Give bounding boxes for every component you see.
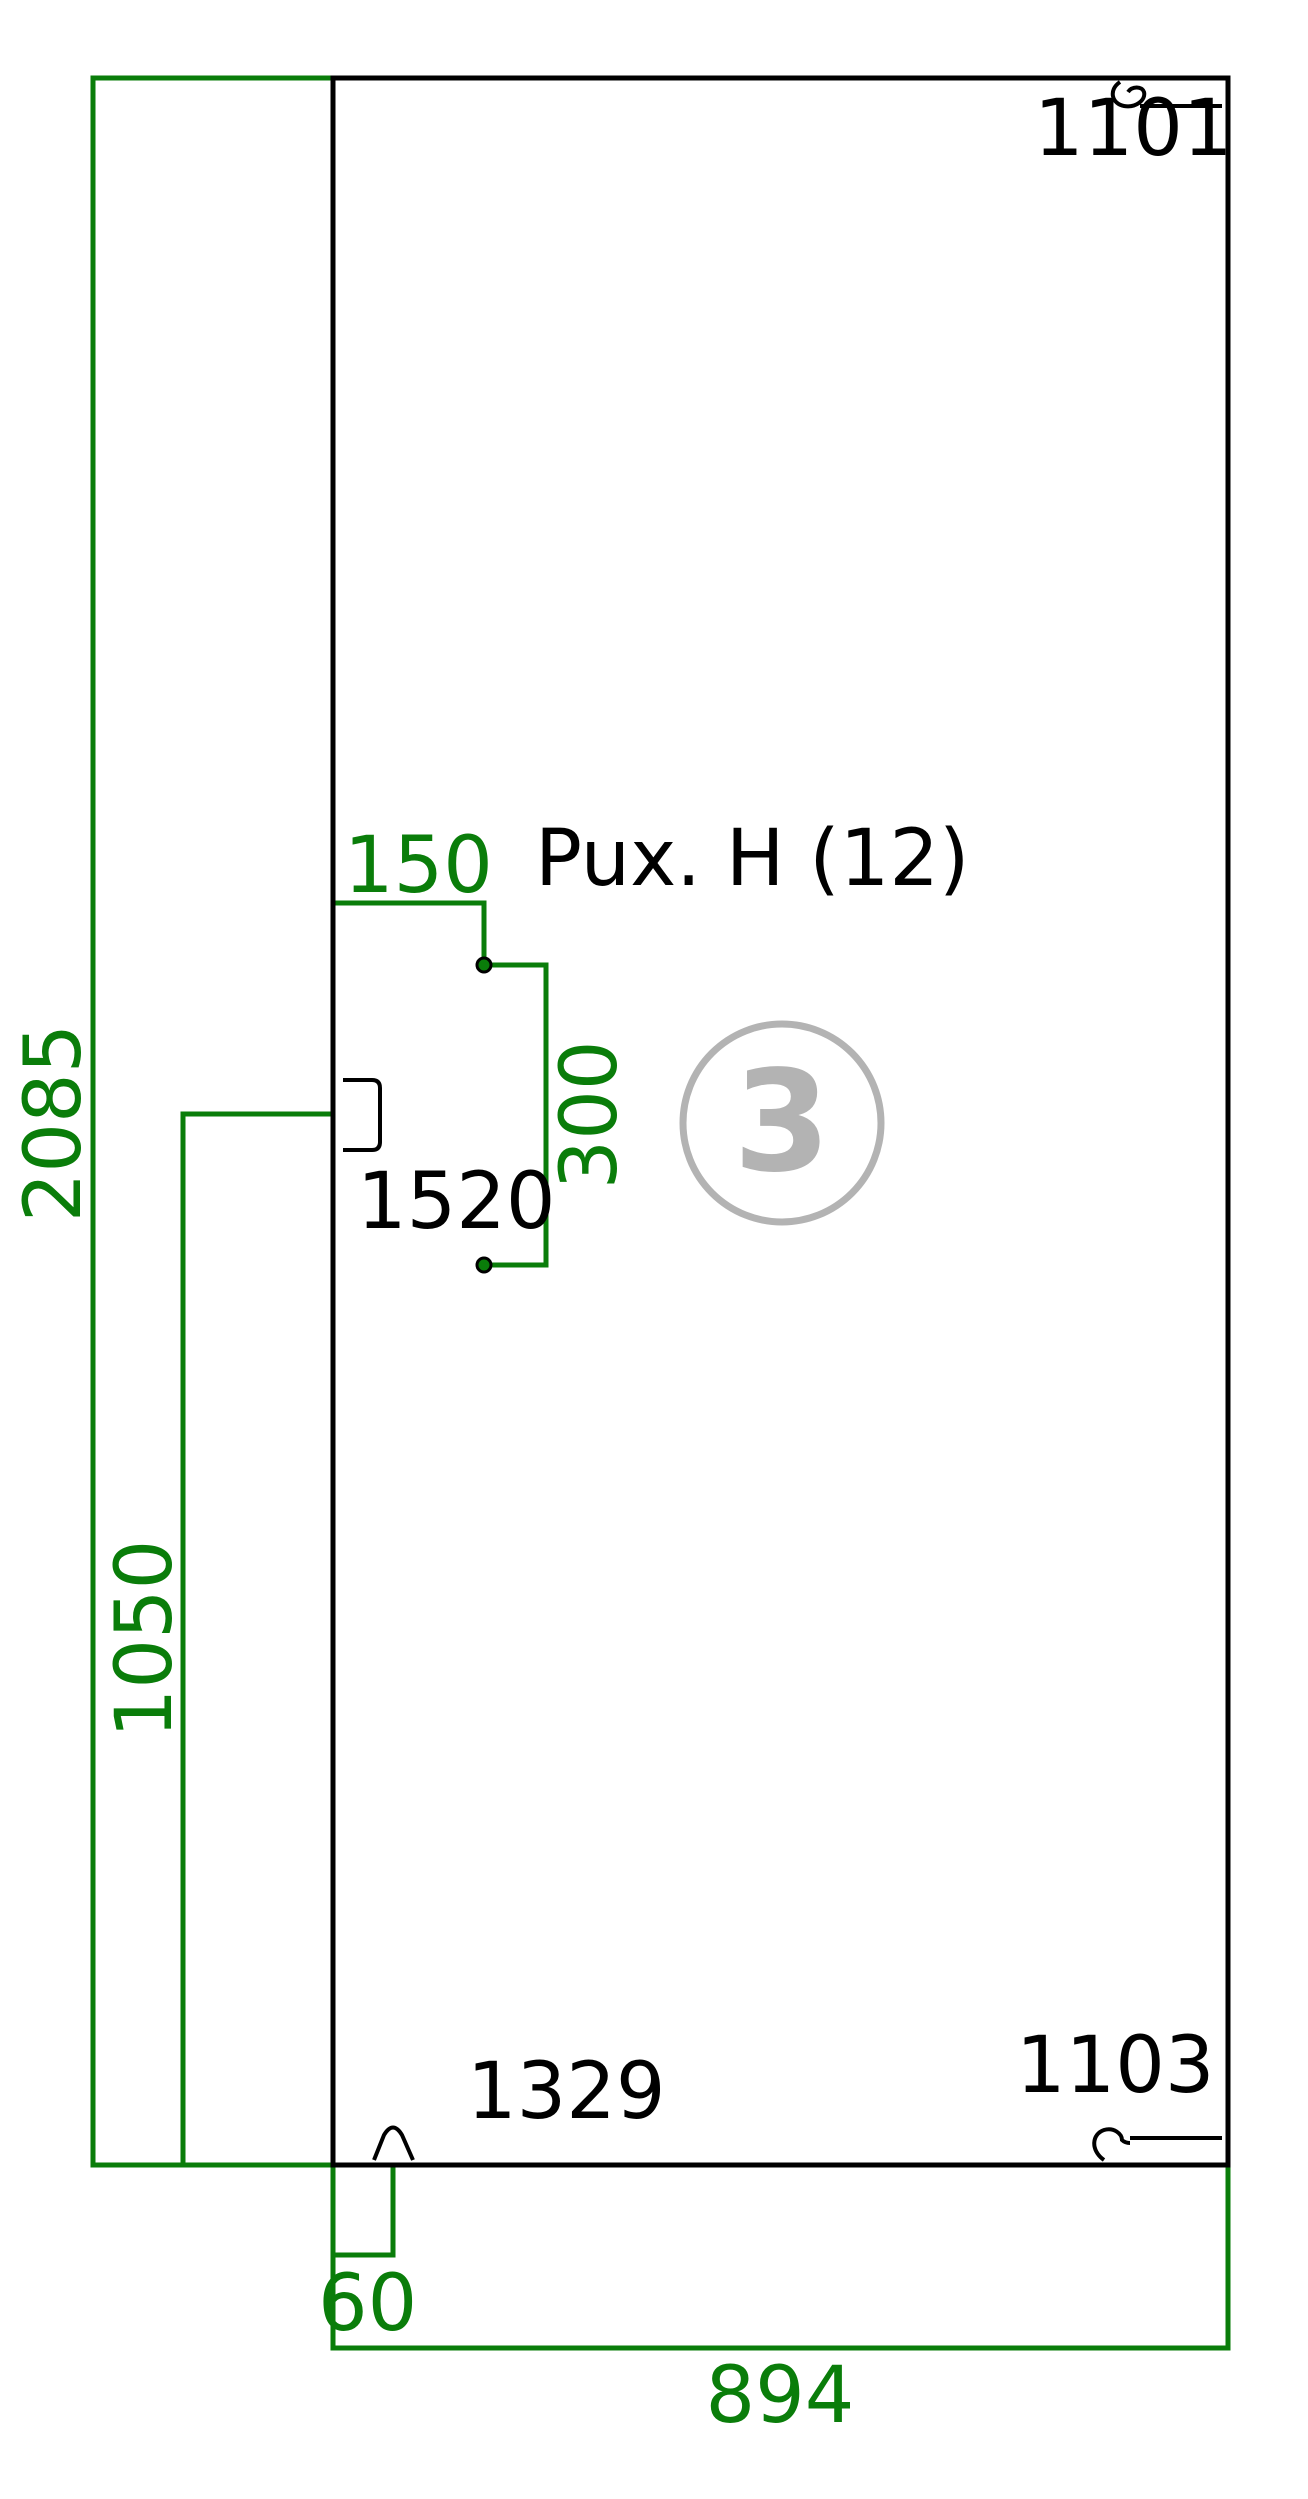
dim-value-height-total: 2085 xyxy=(9,1024,99,1223)
handle-hole-bottom xyxy=(475,1256,493,1274)
dim-value-width-total: 894 xyxy=(706,2351,855,2441)
part-label-hinge-bottom: 1103 xyxy=(1016,2021,1215,2111)
dim-value-handle-span: 300 xyxy=(545,1041,635,1190)
handle-bracket-icon xyxy=(343,1078,382,1152)
dim-line-hinge-offset xyxy=(330,2165,396,2258)
part-label-hinge-top: 1101 xyxy=(1034,84,1233,174)
panel-label: Pux. H (12) xyxy=(535,814,969,904)
panel-badge-circle xyxy=(679,1020,885,1226)
foot-arch-icon xyxy=(372,2125,415,2161)
dim-value-handle-height: 1050 xyxy=(100,1540,190,1739)
dim-line-height-total xyxy=(90,75,333,2168)
dim-value-handle-offset: 150 xyxy=(344,821,493,911)
hinge-hook-icon xyxy=(1110,80,1222,109)
dim-line-handle-offset xyxy=(330,900,487,965)
dim-value-hinge-offset: 60 xyxy=(318,2259,417,2349)
dim-line-width-total xyxy=(330,2165,1231,2351)
hinge-hook-icon xyxy=(1092,2127,1222,2162)
part-label-handle: 1520 xyxy=(357,1157,556,1247)
dim-line-handle-height xyxy=(180,1111,333,2168)
panel-badge-number: 3 xyxy=(733,1041,830,1204)
dimension-lines xyxy=(90,75,1231,2351)
panel-outline xyxy=(330,75,1231,2168)
dim-line-handle-span xyxy=(484,962,549,1268)
handle-holes xyxy=(475,956,493,1274)
handle-hole-top xyxy=(475,956,493,974)
part-label-foot: 1329 xyxy=(467,2047,666,2137)
